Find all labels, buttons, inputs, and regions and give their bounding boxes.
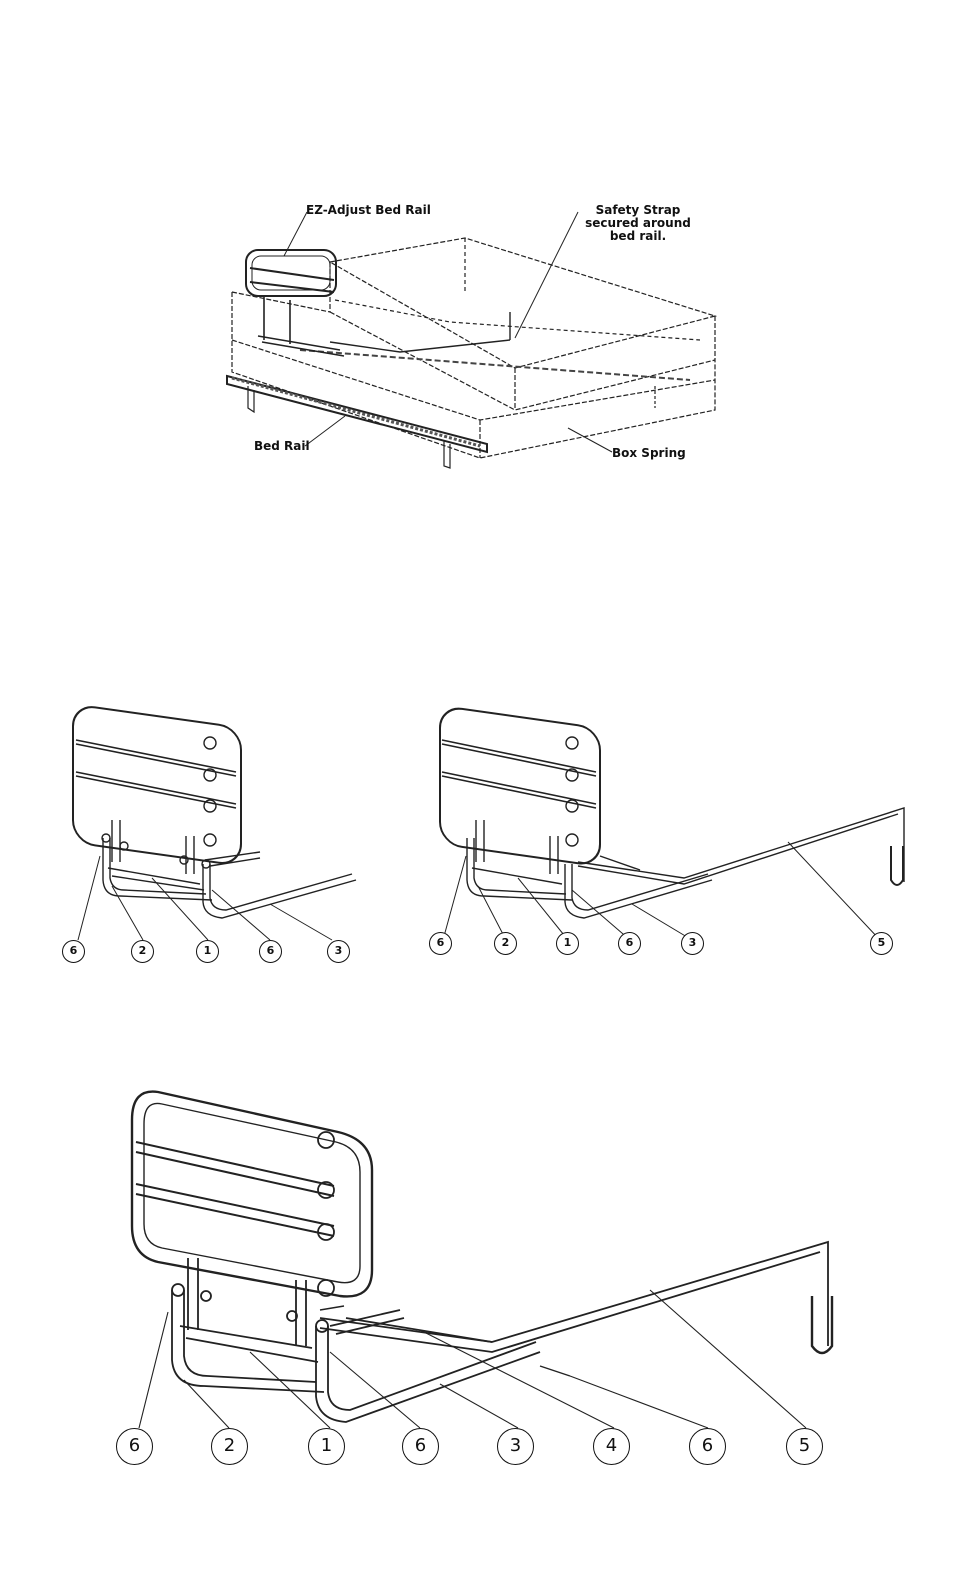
rail-assembly-view-a bbox=[73, 704, 356, 940]
callout-part-6: 6 bbox=[259, 940, 282, 963]
callout-part-4: 4 bbox=[593, 1428, 630, 1465]
ez-adjust-bed-rail-label: EZ-Adjust Bed Rail bbox=[306, 204, 431, 217]
safety-strap-label: Safety Strap secured around bed rail. bbox=[578, 204, 698, 243]
callout-part-5: 5 bbox=[870, 932, 893, 955]
callout-part-6: 6 bbox=[116, 1428, 153, 1465]
callout-part-6: 6 bbox=[689, 1428, 726, 1465]
rail-assembly-view-b bbox=[440, 706, 904, 940]
box-spring-label: Box Spring bbox=[612, 447, 686, 460]
callout-part-6: 6 bbox=[618, 932, 641, 955]
callout-part-3: 3 bbox=[681, 932, 704, 955]
bed-assembly-illustration bbox=[227, 212, 715, 468]
callout-part-3: 3 bbox=[497, 1428, 534, 1465]
rail-assembly-enlarged bbox=[132, 1092, 832, 1428]
callout-part-6: 6 bbox=[429, 932, 452, 955]
callout-part-1: 1 bbox=[308, 1428, 345, 1465]
callout-part-5: 5 bbox=[786, 1428, 823, 1465]
callout-part-1: 1 bbox=[556, 932, 579, 955]
callout-part-3: 3 bbox=[327, 940, 350, 963]
bed-rail-label: Bed Rail bbox=[254, 440, 310, 453]
callout-part-2: 2 bbox=[131, 940, 154, 963]
safety-strap-line-3: bed rail. bbox=[578, 230, 698, 243]
callout-part-2: 2 bbox=[494, 932, 517, 955]
callout-part-2: 2 bbox=[211, 1428, 248, 1465]
callout-part-6: 6 bbox=[62, 940, 85, 963]
callout-part-1: 1 bbox=[196, 940, 219, 963]
callout-part-6: 6 bbox=[402, 1428, 439, 1465]
